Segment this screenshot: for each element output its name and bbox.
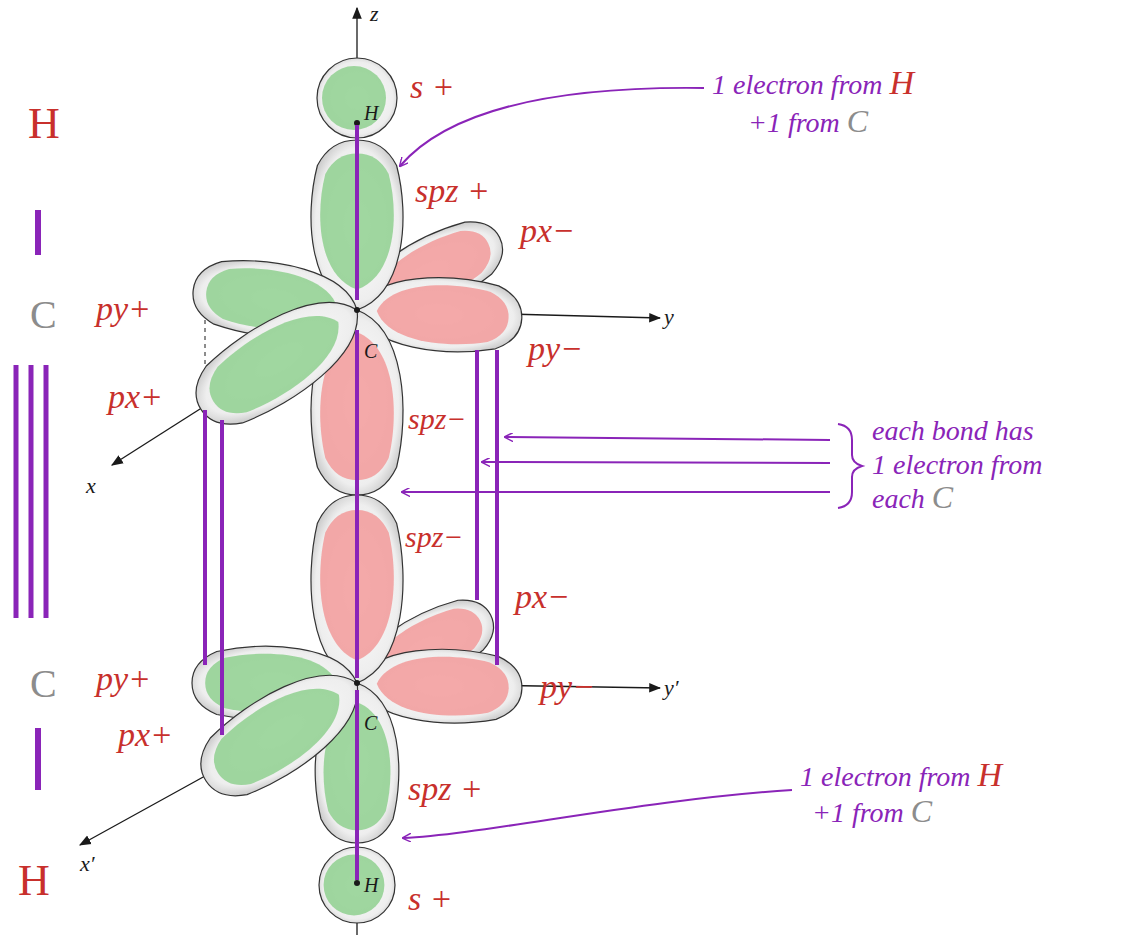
- annotation-note: each bond has: [872, 416, 1034, 447]
- orbital-label: px−: [520, 212, 575, 249]
- axis-line: [80, 776, 205, 845]
- axis-label: x: [86, 474, 96, 498]
- atom-symbol: H: [18, 857, 50, 905]
- axis-line: [112, 409, 200, 465]
- annotation-atom: H: [890, 64, 915, 101]
- lobe-outline: [180, 277, 378, 443]
- formula-bond: [35, 210, 41, 255]
- bond-line: [203, 410, 207, 665]
- annotation-note: 1 electron from: [872, 450, 1043, 481]
- curly-brace: [838, 424, 862, 508]
- nucleus-dot: [354, 880, 360, 886]
- nucleus-label: C: [364, 712, 377, 734]
- bond-line: [495, 350, 499, 665]
- orbital-label: spz−: [408, 402, 467, 435]
- formula-bond: [44, 365, 49, 618]
- axes: [80, 8, 660, 935]
- orbital-label: px+: [118, 716, 173, 753]
- orbital-lobe: [180, 277, 378, 443]
- axis-label: y: [664, 305, 674, 329]
- orbital-label: spz−: [405, 520, 464, 553]
- lobe-outline: [185, 650, 379, 814]
- bond-line: [355, 690, 359, 880]
- nucleus-label: H: [364, 874, 378, 896]
- axis-line: [356, 8, 357, 935]
- atom-symbol: C: [30, 662, 57, 706]
- orbital-label: py−: [528, 330, 583, 367]
- formula-bond: [35, 728, 41, 790]
- axis-label: z: [370, 2, 379, 26]
- nucleus-label: C: [364, 340, 377, 362]
- bond-line: [355, 330, 359, 678]
- formula-bond: [14, 365, 19, 618]
- leader-arrow: [482, 462, 830, 463]
- axis-label: x′: [80, 852, 95, 876]
- annotation-atom: H: [978, 756, 1003, 793]
- orbital-label: py+: [96, 290, 151, 327]
- annotation-arrows: [400, 88, 862, 838]
- atom-symbol: C: [30, 293, 57, 337]
- annotation-note: 1 electron from: [712, 70, 883, 101]
- leader-arrow: [505, 437, 830, 440]
- orbital-label: s +: [410, 68, 455, 105]
- annotation-atom: C: [911, 794, 932, 829]
- orbital-label: px−: [515, 578, 570, 615]
- lobe-phase-fill: [322, 66, 386, 130]
- annotation-note: 1 electron from: [800, 762, 971, 793]
- lobe-phase-fill: [375, 282, 510, 347]
- lobe-phase-fill: [324, 855, 385, 916]
- formula-bond: [29, 365, 34, 618]
- nucleus-dot: [354, 307, 360, 313]
- annotation-note: +1 from: [748, 108, 840, 139]
- bond-line: [220, 420, 224, 735]
- annotation-atom: C: [932, 480, 953, 515]
- lobe-phase-fill: [197, 295, 356, 427]
- orbital-label: py−: [540, 668, 595, 705]
- annotation-atom: C: [847, 104, 868, 139]
- orbital-lobe: [185, 650, 379, 814]
- nucleus-label: H: [364, 102, 378, 124]
- bond-line: [355, 125, 359, 300]
- orbital-label: spz +: [415, 172, 490, 209]
- bond-lines: [16, 125, 497, 880]
- orbital-label: px+: [108, 378, 163, 415]
- atom-symbol: H: [28, 100, 60, 148]
- annotation-note: +1 from: [812, 798, 904, 829]
- orbital-label: py+: [96, 660, 151, 697]
- annotation-note: each: [872, 484, 925, 515]
- orbital-label: s +: [408, 880, 453, 917]
- lobe-phase-fill: [201, 668, 356, 799]
- axis-label: y′: [664, 676, 679, 700]
- bond-line: [475, 350, 479, 600]
- leader-arrow: [402, 491, 830, 493]
- nucleus-dot: [354, 680, 360, 686]
- orbital-lobes: [180, 58, 524, 923]
- orbital-label: spz +: [408, 770, 483, 807]
- lobe-phase-fill: [376, 654, 510, 717]
